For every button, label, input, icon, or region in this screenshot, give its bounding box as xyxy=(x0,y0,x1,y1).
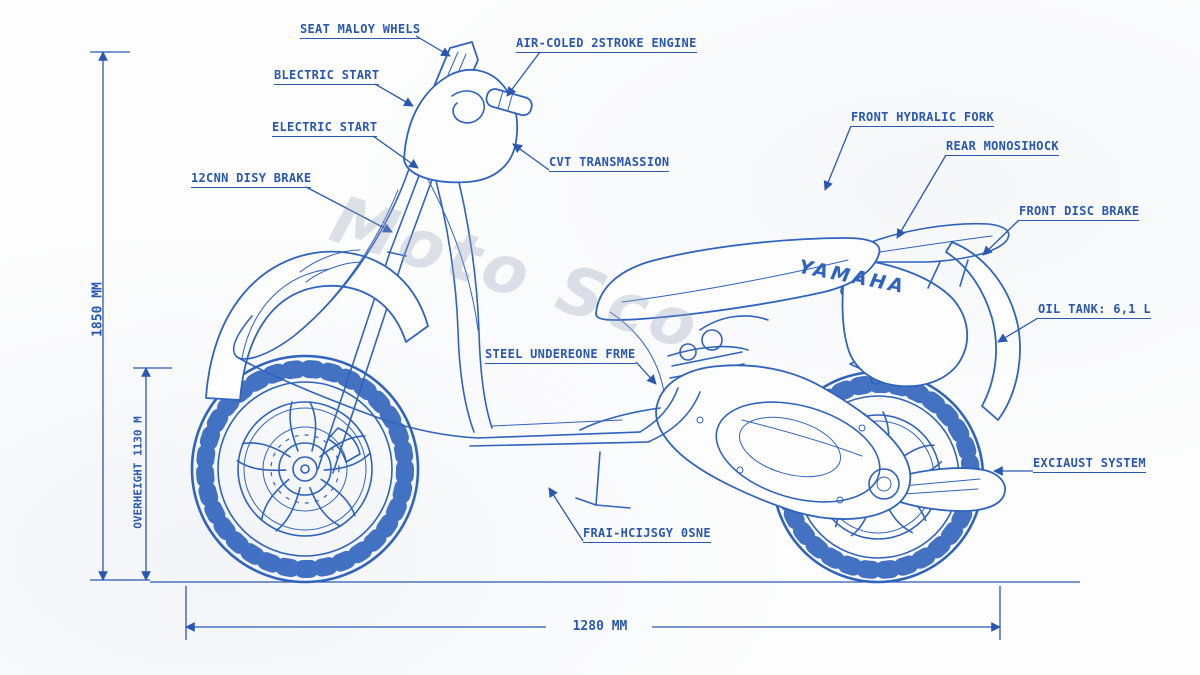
leader-lines xyxy=(305,35,1039,542)
label-blectric-start: BLECTRIC START xyxy=(274,68,380,85)
speedometer-swirl xyxy=(451,90,485,124)
label-oil-tank: OIL TANK: 6,1 L xyxy=(1038,302,1151,319)
engine-cvt-assembly xyxy=(579,315,912,520)
handlebar-fairing xyxy=(403,41,533,184)
exhaust-muffler xyxy=(891,467,1006,512)
front-body-panel xyxy=(232,153,493,439)
label-steel-underbone: STEEL UNDEREONE FRME xyxy=(485,347,636,364)
label-front-hydraulic-fork: FRONT HYDRALIC FORK xyxy=(851,110,994,127)
rear-fender xyxy=(945,241,1021,421)
brake-caliper xyxy=(327,427,361,463)
label-fuel-energy: FRAI-HCIJSGY 0SNE xyxy=(583,526,711,543)
rear-body-panel xyxy=(841,257,969,388)
front-fender xyxy=(205,250,429,401)
label-exhaust-system: EXCIAUST SYSTEM xyxy=(1033,456,1146,473)
label-electric-start: ELECTRIC START xyxy=(272,120,378,137)
floorboard xyxy=(469,311,701,447)
front-wheel xyxy=(190,354,420,584)
label-seat-alloy-wheels: SEAT MALOY WHELS xyxy=(300,22,421,39)
seat xyxy=(595,237,881,321)
dimension-wheelbase: 1280 MM xyxy=(572,619,628,634)
label-front-disc-brake: FRONT DISC BRAKE xyxy=(1019,204,1140,221)
label-rear-monoshock: REAR MONOSIHOCK xyxy=(946,139,1059,156)
dimension-overall-height: 1850 MM xyxy=(90,282,106,337)
center-stand xyxy=(575,451,631,509)
rear-rack xyxy=(865,222,1010,289)
label-cvt-transmission: CVT TRANSMASSION xyxy=(549,155,670,172)
dimension-secondary-height: OVERHEIGHT 1130 M xyxy=(131,416,145,529)
dimension-lines xyxy=(90,51,1001,640)
label-air-cooled-engine: AIR-COLED 2STROKE ENGINE xyxy=(516,36,697,53)
label-front-drum-brake: 12CNN DISY BRAKE xyxy=(191,171,312,188)
